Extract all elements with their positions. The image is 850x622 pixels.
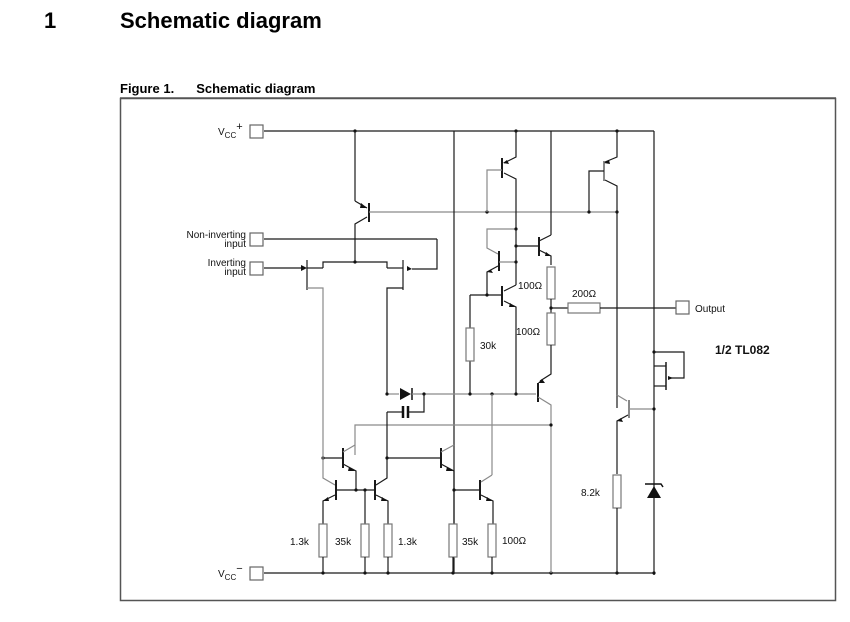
transistor-mirror-bottom-right (385, 444, 494, 524)
resistor-100-bottom (487, 523, 497, 558)
vcc-plus-label: VCC+ (218, 121, 243, 140)
resistor-1-3k-right-label: 1.3k (398, 537, 418, 548)
zener-diode-icon (647, 486, 661, 498)
inverting-label-2: input (224, 267, 246, 278)
resistor-100-bottom-label: 100Ω (502, 536, 527, 547)
inverting-input-pin (249, 261, 264, 276)
vcc-plus-pin (249, 124, 264, 139)
inverting-label: Inverting (208, 258, 246, 269)
non-inverting-input-pin (249, 232, 264, 247)
resistor-200-label: 200Ω (572, 289, 597, 300)
figure-title: Schematic diagram (196, 81, 316, 96)
compensation-node (385, 388, 536, 475)
arrow-icon (301, 265, 307, 271)
transistor-output-lower (537, 379, 552, 573)
resistor-1-3k-left-label: 1.3k (290, 537, 310, 548)
resistor-30k-label: 30k (480, 341, 497, 352)
transistor-right-top (588, 131, 618, 408)
resistor-8-2k (612, 474, 622, 509)
resistor-100-lower (546, 312, 556, 346)
wire (539, 345, 552, 382)
node-dot (549, 423, 553, 427)
transistor-output-driver (514, 131, 552, 265)
non-inverting-wire-2 (412, 239, 438, 270)
resistor-35k-right-label: 35k (462, 537, 479, 548)
resistor-1-3k-left (318, 523, 328, 558)
resistor-30k (465, 327, 475, 362)
vcc-minus-label: VCC− (218, 563, 243, 582)
diode-icon (400, 388, 411, 400)
part-label: 1/2 TL082 (715, 343, 770, 357)
non-inverting-label-2: input (224, 239, 246, 250)
resistor-100-lower-label: 100Ω (516, 327, 541, 338)
zener-bar (645, 483, 664, 488)
transistor-mirror-mid (469, 227, 518, 394)
transistor-mirror-bottom-left (321, 412, 389, 524)
transistor-q-bias-top (354, 131, 619, 262)
section-title: Schematic diagram (120, 8, 322, 33)
resistor-35k-left-label: 35k (335, 537, 352, 548)
transistor-right-bottom (616, 394, 656, 474)
resistor-35k-left (360, 523, 370, 558)
figure-frame (119, 97, 837, 602)
section-number: 1 (44, 8, 57, 33)
figure-caption: Figure 1. Schematic diagram (120, 81, 315, 96)
resistor-100-upper-label: 100Ω (518, 281, 543, 292)
vcc-minus-pin (249, 566, 264, 581)
figure-label: Figure 1. (120, 81, 175, 96)
jfet-input-pair (306, 260, 412, 420)
output-pin (675, 300, 690, 315)
resistor-leads (322, 557, 493, 573)
resistor-35k-right (448, 523, 458, 558)
jfet-current-source (652, 350, 685, 390)
resistor-100-upper (546, 266, 556, 300)
non-inverting-label: Non-inverting (187, 230, 246, 241)
resistor-200 (567, 302, 601, 314)
wire (354, 424, 551, 455)
transistor-mirror-upper (486, 131, 517, 229)
resistor-8-2k-label: 8.2k (581, 488, 601, 499)
resistor-1-3k-right (383, 523, 393, 558)
output-label: Output (695, 304, 725, 315)
